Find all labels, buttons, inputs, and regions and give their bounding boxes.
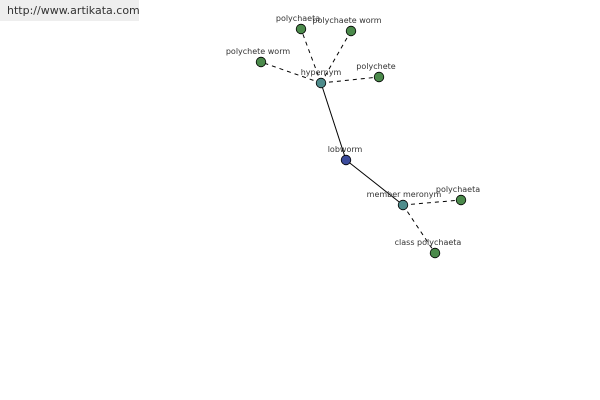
node-polychete[interactable] — [373, 71, 385, 83]
node-label-hypernym: hypernym — [301, 68, 342, 77]
node-label-polychete: polychete — [356, 62, 395, 71]
node-polychete-worm[interactable] — [255, 56, 267, 68]
edge-hypernym-to-polychaete-worm-top — [320, 30, 352, 84]
node-hypernym[interactable] — [315, 77, 327, 89]
source-url-link[interactable]: http://www.artikata.com — [0, 0, 140, 21]
node-polychaeta-right[interactable] — [455, 194, 467, 206]
node-label-polychaeta-right: polychaeta — [436, 185, 480, 194]
node-label-member-meronym: member meronym — [367, 190, 442, 199]
edge-member-meronym-to-class-polychaeta — [402, 204, 436, 254]
edge-lobworm-to-member-meronym — [345, 159, 404, 206]
edge-lobworm-to-hypernym — [320, 82, 347, 161]
node-label-polychete-worm: polychete worm — [226, 47, 291, 56]
edge-hypernym-to-polychaeta-top — [300, 28, 322, 84]
node-lobworm[interactable] — [340, 154, 352, 166]
edge-hypernym-to-polychete-worm — [260, 61, 322, 84]
graph-edges — [260, 28, 462, 254]
node-label-polychaete-worm-top: polychaete worm — [312, 16, 381, 25]
edge-hypernym-to-polychete — [320, 76, 380, 84]
edge-member-meronym-to-polychaeta-right — [402, 199, 462, 206]
node-polychaeta-top[interactable] — [295, 23, 307, 35]
node-label-polychaeta-top: polychaeta — [276, 14, 320, 23]
node-polychaete-worm-top[interactable] — [345, 25, 357, 37]
node-class-polychaeta[interactable] — [429, 247, 441, 259]
graph-nodes — [255, 23, 467, 259]
node-label-class-polychaeta: class polychaeta — [395, 238, 462, 247]
node-member-meronym[interactable] — [397, 199, 409, 211]
node-label-lobworm: lobworm — [328, 145, 363, 154]
